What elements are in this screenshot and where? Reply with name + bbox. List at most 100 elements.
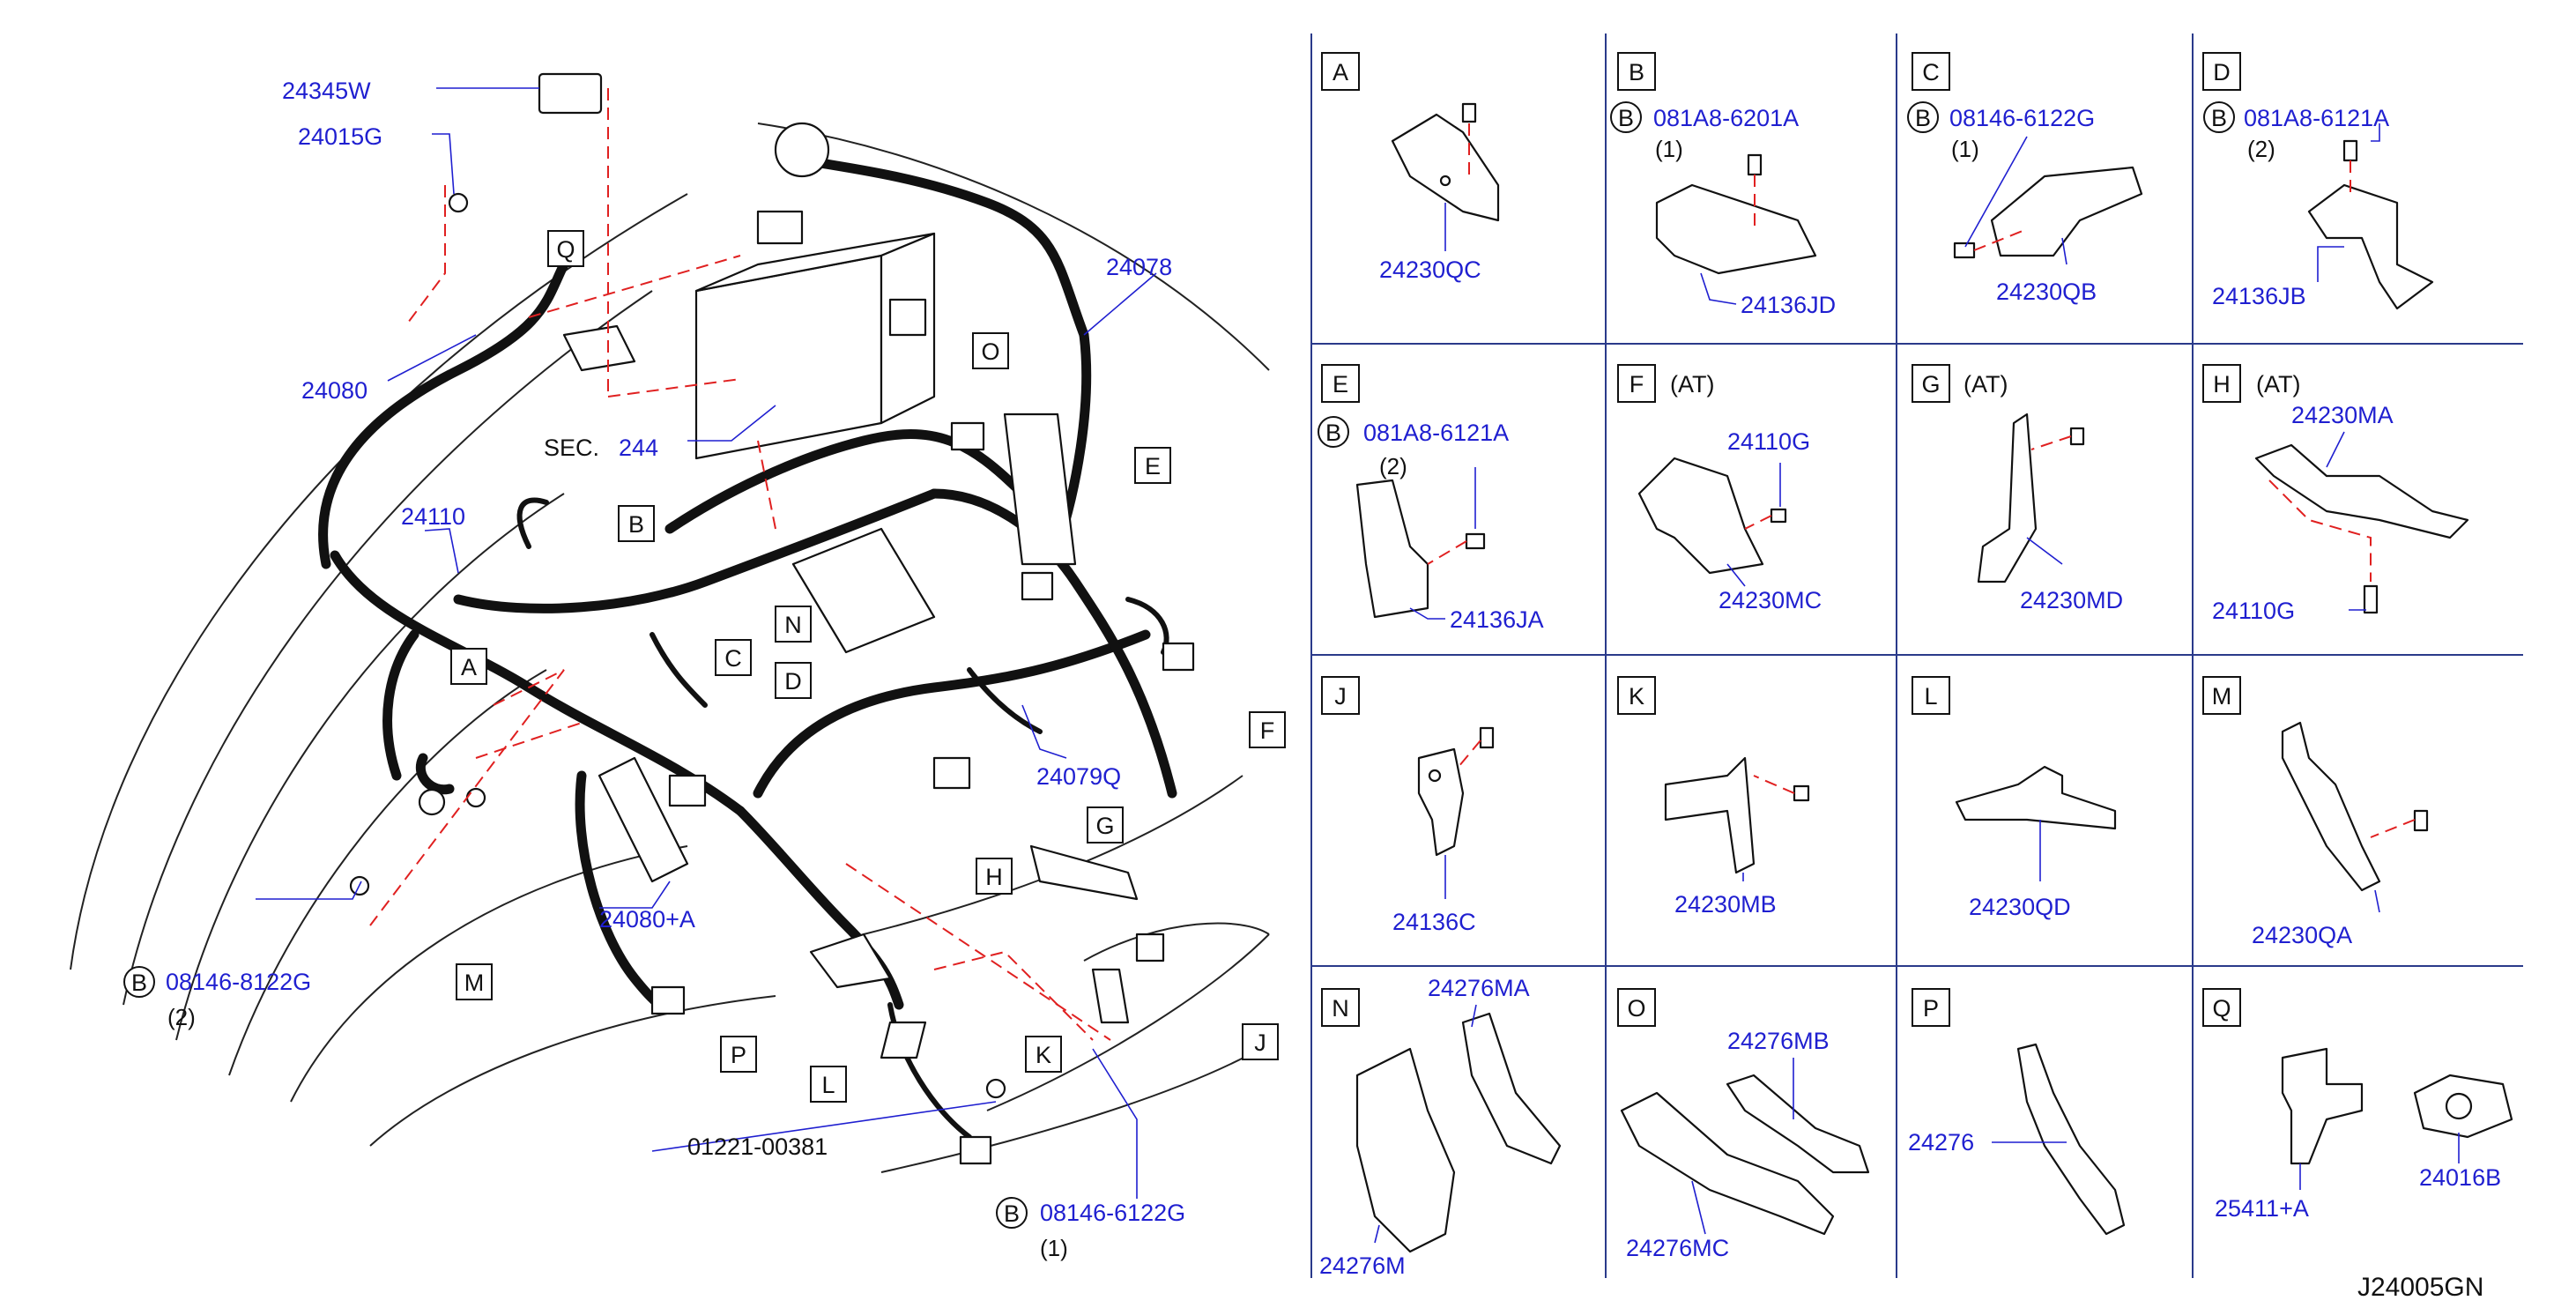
label-qty-2: (2): [167, 1004, 196, 1030]
svg-text:N: N: [784, 612, 802, 638]
part-24136c: 24136C: [1392, 909, 1476, 935]
qty: (2): [1379, 453, 1407, 479]
svg-text:B: B: [628, 511, 644, 538]
label-sec-244: 244: [619, 435, 658, 461]
callout-m: M: [456, 963, 493, 1000]
part-24016b: 24016B: [2419, 1164, 2501, 1191]
svg-text:A: A: [461, 654, 477, 680]
part-24276m: 24276M: [1319, 1252, 1406, 1279]
note-at: (AT): [2256, 371, 2300, 398]
svg-text:K: K: [1036, 1042, 1051, 1068]
bolt-marker-b-text: B: [2211, 105, 2227, 131]
leader-lines: [256, 87, 1157, 1199]
part-24136jb: 24136JB: [2212, 283, 2306, 309]
part-24230qa: 24230QA: [2252, 922, 2352, 948]
label-24078: 24078: [1106, 254, 1172, 280]
label-sec: SEC.: [544, 435, 599, 461]
bolt-081a8-6121a: 081A8-6121A: [1363, 420, 1509, 446]
part-24276mb: 24276MB: [1727, 1028, 1830, 1054]
detail-cell-o: O 24276MB 24276MC: [1617, 988, 1870, 1261]
label-08146-8122g: 08146-8122G: [166, 969, 311, 995]
detail-cell-d: D B 081A8-6121A (2) 24136JB: [2202, 52, 2434, 310]
detail-cell-b: B B 081A8-6201A (1) 24136JD: [1610, 52, 1836, 318]
svg-text:O: O: [981, 338, 999, 365]
bolt-08146-6122g: 08146-6122G: [1949, 105, 2095, 131]
bolt-marker-b-text: B: [1004, 1200, 1020, 1227]
cell-letter: D: [2213, 59, 2231, 85]
diagram-code: J24005GN: [2357, 1273, 2483, 1302]
part-24230mb: 24230MB: [1674, 891, 1777, 918]
detail-cell-p: P 24276: [1908, 988, 2126, 1236]
bolt-marker-b-text: B: [1618, 105, 1634, 131]
part-24276ma: 24276MA: [1428, 975, 1530, 1001]
svg-text:L: L: [821, 1072, 835, 1098]
cell-letter: H: [2213, 371, 2231, 398]
connectors: [349, 72, 1195, 1165]
detail-cell-a: A 24230QC: [1321, 52, 1500, 283]
bolt-marker-b-bottom: B: [996, 1197, 1028, 1229]
svg-text:H: H: [985, 864, 1003, 890]
svg-text:Q: Q: [556, 236, 575, 263]
bolt-marker-b-text: B: [131, 970, 147, 996]
cell-letter: F: [1629, 371, 1644, 398]
bolt-24110g: 24110G: [1727, 428, 1810, 455]
callout-d: D: [775, 662, 812, 699]
label-08146-6122g: 08146-6122G: [1040, 1200, 1185, 1226]
bolt-marker-b-text: B: [1325, 420, 1341, 446]
note-at: (AT): [1964, 371, 2008, 398]
cell-letter: G: [1921, 371, 1940, 398]
detail-cell-h: H (AT) 24230MA 24110G: [2202, 364, 2469, 624]
cell-letter: P: [1923, 995, 1939, 1022]
cell-letter: J: [1334, 683, 1347, 710]
main-assembly-view: 24345W 24015G 24080 24110 24078 SEC. 244…: [70, 72, 1286, 1261]
callout-f: F: [1249, 711, 1286, 748]
callout-h: H: [976, 858, 1013, 895]
cell-letter: E: [1333, 371, 1348, 398]
qty: (1): [1951, 136, 1979, 162]
cell-letter: A: [1333, 59, 1348, 85]
callout-q: Q: [547, 230, 584, 267]
svg-text:P: P: [731, 1042, 746, 1068]
detail-cell-k: K 24230MB: [1617, 676, 1810, 918]
svg-text:E: E: [1145, 453, 1161, 479]
bolt-081a8-6201a: 081A8-6201A: [1653, 105, 1799, 131]
label-qty-1: (1): [1040, 1235, 1068, 1261]
svg-text:D: D: [784, 668, 802, 695]
bolt-081a8-6121a: 081A8-6121A: [2244, 105, 2389, 131]
detail-cell-j: J 24136C: [1321, 676, 1495, 935]
part-24230ma: 24230MA: [2291, 402, 2394, 428]
cell-letter: N: [1332, 995, 1349, 1022]
part-24230qd: 24230QD: [1969, 894, 2071, 920]
cell-letter: O: [1627, 995, 1645, 1022]
callout-g: G: [1087, 806, 1124, 844]
part-24230md: 24230MD: [2020, 587, 2123, 613]
label-24110: 24110: [401, 503, 465, 530]
callout-j: J: [1242, 1023, 1279, 1060]
cell-letter: K: [1629, 683, 1644, 710]
svg-text:G: G: [1095, 813, 1114, 839]
label-24345w: 24345W: [282, 78, 371, 104]
detail-cell-q: Q 25411+A 24016B: [2202, 988, 2513, 1222]
bolt-marker-b-left: B: [123, 966, 155, 998]
cell-letter: C: [1922, 59, 1940, 85]
part-24230qb: 24230QB: [1996, 279, 2097, 305]
callout-a: A: [450, 648, 487, 685]
part-24276mc: 24276MC: [1626, 1235, 1729, 1261]
callout-l: L: [810, 1066, 847, 1103]
svg-text:J: J: [1254, 1029, 1266, 1056]
part-25411a: 25411+A: [2215, 1195, 2309, 1222]
callout-o: O: [972, 332, 1009, 369]
detail-cell-f: F (AT) 24110G 24230MC: [1617, 364, 1822, 613]
bolt-marker-b-text: B: [1915, 105, 1931, 131]
detail-cell-g: G (AT) 24230MD: [1912, 364, 2123, 613]
callout-p: P: [720, 1036, 757, 1073]
alignment-lines: [369, 88, 1111, 1041]
callout-c: C: [715, 639, 752, 676]
detail-cell-m: M 24230QA: [2202, 676, 2429, 948]
qty: (1): [1655, 136, 1683, 162]
cell-letter: B: [1629, 59, 1644, 85]
callout-k: K: [1025, 1036, 1062, 1073]
callout-e: E: [1134, 447, 1171, 484]
bolt-24110g: 24110G: [2212, 598, 2295, 624]
